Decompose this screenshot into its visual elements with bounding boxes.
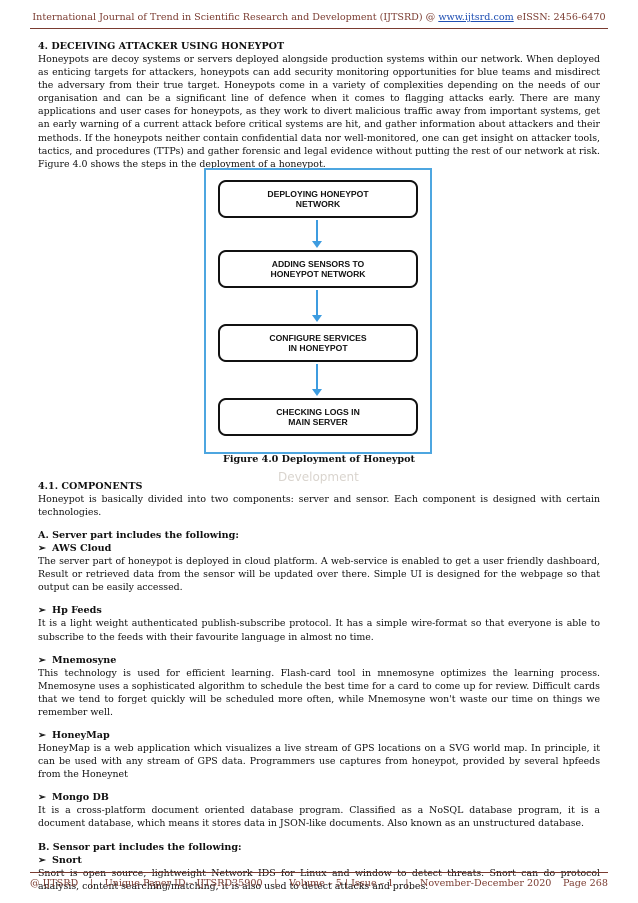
item-aws-heading: ➢AWS Cloud bbox=[38, 543, 112, 555]
step-label: CONFIGURE SERVICES IN HONEYPOT bbox=[269, 333, 367, 353]
footer-page: Page 268 bbox=[563, 878, 608, 889]
step-checking-logs: CHECKING LOGS IN MAIN SERVER bbox=[218, 398, 418, 436]
item-hpfeeds-text: It is a light weight authenticated publi… bbox=[38, 618, 600, 643]
arrow-bullet-icon: ➢ bbox=[38, 605, 47, 617]
step-label: DEPLOYING HONEYPOT NETWORK bbox=[267, 189, 369, 209]
journal-name: International Journal of Trend in Scient… bbox=[32, 12, 439, 23]
step-adding-sensors: ADDING SENSORS TO HONEYPOT NETWORK bbox=[218, 250, 418, 288]
arrow-bullet-icon: ➢ bbox=[38, 792, 47, 804]
part-b-heading: B. Sensor part includes the following: bbox=[38, 841, 242, 853]
item-honeymap-text: HoneyMap is a web application which visu… bbox=[38, 743, 600, 781]
item-honeymap-heading: ➢HoneyMap bbox=[38, 730, 110, 742]
section-41-paragraph: Honeypot is basically divided into two c… bbox=[38, 494, 600, 519]
step-deploying-network: DEPLOYING HONEYPOT NETWORK bbox=[218, 180, 418, 218]
header-rule bbox=[30, 28, 608, 29]
arrow-bullet-icon: ➢ bbox=[38, 654, 47, 666]
arrow-bullet-icon: ➢ bbox=[38, 543, 47, 555]
item-snort-text: Snort is open source, lightweight Networ… bbox=[38, 867, 600, 892]
running-header: International Journal of Trend in Scient… bbox=[0, 12, 638, 29]
step-configure-services: CONFIGURE SERVICES IN HONEYPOT bbox=[218, 324, 418, 362]
footer-sep: | bbox=[274, 878, 278, 889]
running-footer: @ IJTSRD | Unique Paper ID – IJTSRD35900… bbox=[30, 872, 608, 889]
footer-sep: | bbox=[89, 878, 93, 889]
honeypot-deployment-figure: DEPLOYING HONEYPOT NETWORK ADDING SENSOR… bbox=[204, 168, 432, 454]
issn: eISSN: 2456-6470 bbox=[513, 12, 606, 23]
item-mnemosyne-text: This technology is used for efficient le… bbox=[38, 667, 600, 718]
figure-caption: Figure 4.0 Deployment of Honeypot bbox=[223, 454, 415, 465]
item-mnemosyne-heading: ➢Mnemosyne bbox=[38, 654, 117, 666]
footer-paper-id: Unique Paper ID – IJTSRD35900 bbox=[104, 878, 263, 889]
footer-sep: | bbox=[405, 878, 409, 889]
part-a-heading: A. Server part includes the following: bbox=[38, 530, 239, 542]
arrow-bullet-icon: ➢ bbox=[38, 854, 47, 866]
arrow-down-icon bbox=[312, 220, 322, 248]
item-mongodb-heading: ➢Mongo DB bbox=[38, 792, 109, 804]
item-hpfeeds-heading: ➢Hp Feeds bbox=[38, 605, 102, 617]
section-4-paragraph: Honeypots are decoy systems or servers d… bbox=[38, 54, 600, 170]
arrow-bullet-icon: ➢ bbox=[38, 730, 47, 742]
item-snort-heading: ➢Snort bbox=[38, 854, 82, 866]
footer-rule bbox=[30, 872, 608, 873]
footer-journal: @ IJTSRD bbox=[30, 878, 79, 889]
item-mongodb-text: It is a cross-platform document oriented… bbox=[38, 805, 600, 830]
watermark: Development bbox=[278, 470, 359, 484]
step-label: CHECKING LOGS IN MAIN SERVER bbox=[276, 407, 360, 427]
arrow-down-icon bbox=[312, 290, 322, 322]
components-section: 4.1. COMPONENTS Honeypot is basically di… bbox=[38, 480, 600, 893]
section-4-heading: 4. DECEIVING ATTACKER USING HONEYPOT bbox=[38, 41, 285, 52]
footer-date: November-December 2020 bbox=[420, 878, 552, 889]
footer-volume: Volume – 5 | Issue – 1 bbox=[288, 878, 394, 889]
item-aws-text: The server part of honeypot is deployed … bbox=[38, 556, 600, 594]
journal-url-link[interactable]: www.ijtsrd.com bbox=[438, 12, 514, 23]
page-body: 4. DECEIVING ATTACKER USING HONEYPOT Hon… bbox=[38, 40, 600, 171]
arrow-down-icon bbox=[312, 364, 322, 396]
step-label: ADDING SENSORS TO HONEYPOT NETWORK bbox=[270, 259, 366, 279]
section-41-heading: 4.1. COMPONENTS bbox=[38, 481, 143, 492]
